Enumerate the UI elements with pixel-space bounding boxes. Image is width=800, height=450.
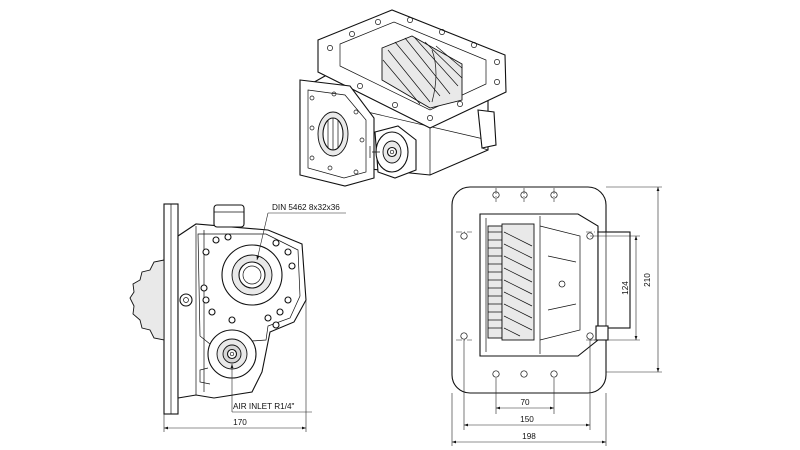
dimension-198: 198	[522, 432, 536, 441]
side-view: DIN 5462 8x32x36 AIR INLET R1/4" 170	[129, 203, 346, 432]
isometric-view	[299, 9, 507, 187]
iso-front-holes	[309, 91, 365, 175]
front-gear	[487, 223, 535, 341]
side-bolt-holes	[200, 233, 296, 329]
iso-air-cylinder	[369, 125, 417, 179]
side-air-cylinder	[199, 329, 257, 385]
dimension-170: 170	[233, 418, 247, 427]
iso-spline	[317, 111, 349, 157]
dimension-70: 70	[520, 398, 530, 407]
air-inlet-callout: AIR INLET R1/4"	[233, 402, 295, 411]
din-spline-callout: DIN 5462 8x32x36	[272, 203, 340, 212]
dimension-124: 124	[621, 281, 630, 295]
front-view: 210 124 70 150 198	[451, 186, 662, 446]
dimension-150: 150	[520, 415, 534, 424]
side-spline	[221, 244, 283, 306]
iso-gear	[381, 35, 463, 109]
dimension-210: 210	[643, 273, 652, 287]
flange-bolt-holes	[327, 17, 500, 121]
front-bolt-holes	[460, 191, 594, 378]
